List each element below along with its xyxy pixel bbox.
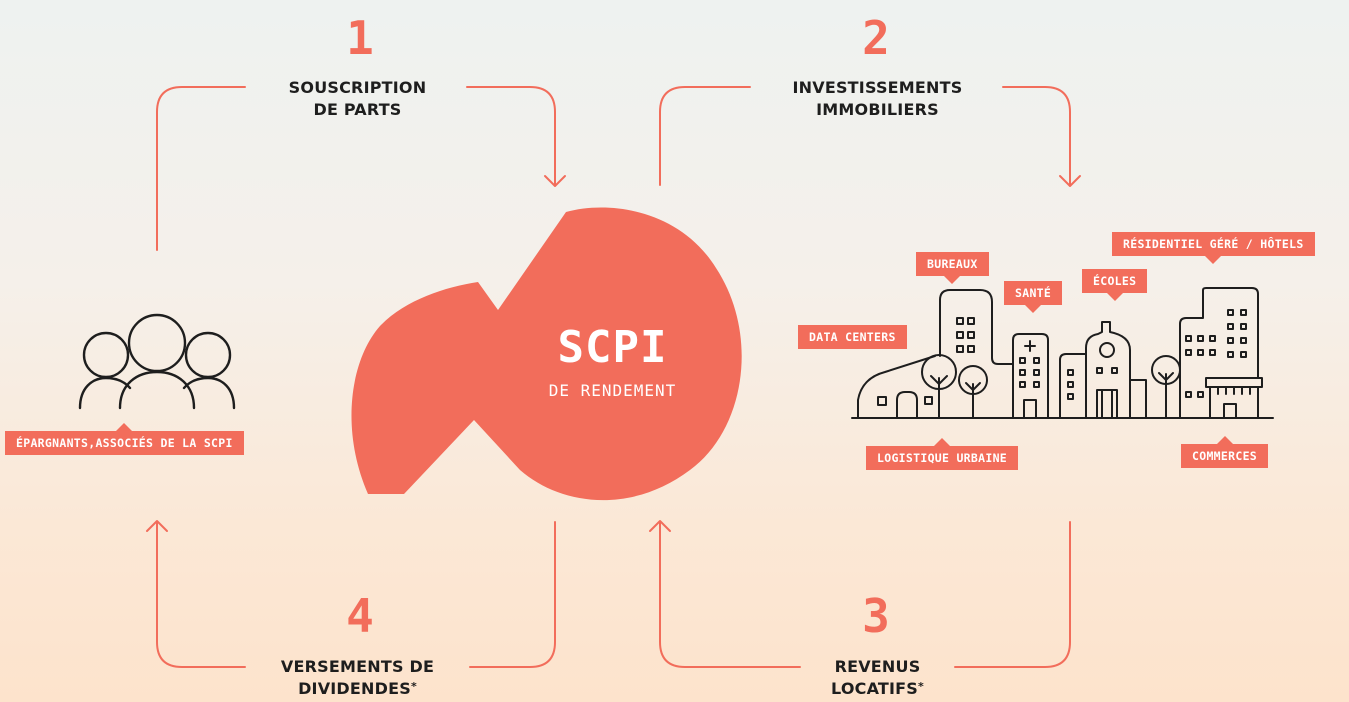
arrowhead-step2 <box>1059 175 1081 187</box>
tag-investors: ÉPARGNANTS,ASSOCIÉS DE LA SCPI <box>5 423 244 455</box>
step-label-1: SOUSCRIPTION DE PARTS <box>255 77 460 121</box>
connector-step3-left <box>659 521 801 668</box>
arrowhead-step3 <box>649 520 671 532</box>
connector-step3-right <box>954 521 1071 668</box>
step4-asterisk: * <box>410 680 417 693</box>
center-subtitle: DE RENDEMENT <box>548 381 677 400</box>
connector-step4-left <box>156 521 246 668</box>
step4-line2: DIVIDENDES <box>298 679 411 698</box>
tag-residentiel: RÉSIDENTIEL GÉRÉ / HÔTELS <box>1112 232 1315 264</box>
step-number-4: 4 <box>346 589 374 643</box>
step3-asterisk: * <box>918 680 924 693</box>
tag-sante: SANTÉ <box>1004 281 1063 313</box>
step4-line1: VERSEMENTS DE <box>280 657 435 676</box>
step2-line2: IMMOBILIERS <box>816 100 939 119</box>
arrowhead-step4 <box>146 520 168 532</box>
step-label-3: REVENUS LOCATIFS* <box>805 656 950 700</box>
center-title: SCPI <box>557 322 668 373</box>
step-number-1: 1 <box>346 11 374 65</box>
step1-line1: SOUSCRIPTION <box>288 78 427 97</box>
tag-data-centers: DATA CENTERS <box>798 325 907 349</box>
tag-ecoles: ÉCOLES <box>1082 269 1148 301</box>
tag-commerces: COMMERCES <box>1181 436 1269 468</box>
step1-line2: DE PARTS <box>313 100 402 119</box>
step3-line2: LOCATIFS <box>831 679 919 698</box>
connector-step1-left <box>156 86 246 251</box>
step-label-4: VERSEMENTS DE DIVIDENDES* <box>250 656 465 700</box>
connector-step1-right <box>466 86 556 186</box>
step-number-3: 3 <box>862 589 890 643</box>
connector-step2-left <box>659 86 751 186</box>
connector-step2-right <box>1002 86 1071 186</box>
tag-logistique: LOGISTIQUE URBAINE <box>866 438 1019 470</box>
step-label-2: INVESTISSEMENTS IMMOBILIERS <box>760 77 995 121</box>
connector-step4-right <box>469 521 556 668</box>
step-number-2: 2 <box>862 11 890 65</box>
step2-line1: INVESTISSEMENTS <box>792 78 963 97</box>
step3-line1: REVENUS <box>834 657 921 676</box>
arrowhead-step1 <box>544 175 566 187</box>
tag-bureaux: BUREAUX <box>916 252 989 284</box>
